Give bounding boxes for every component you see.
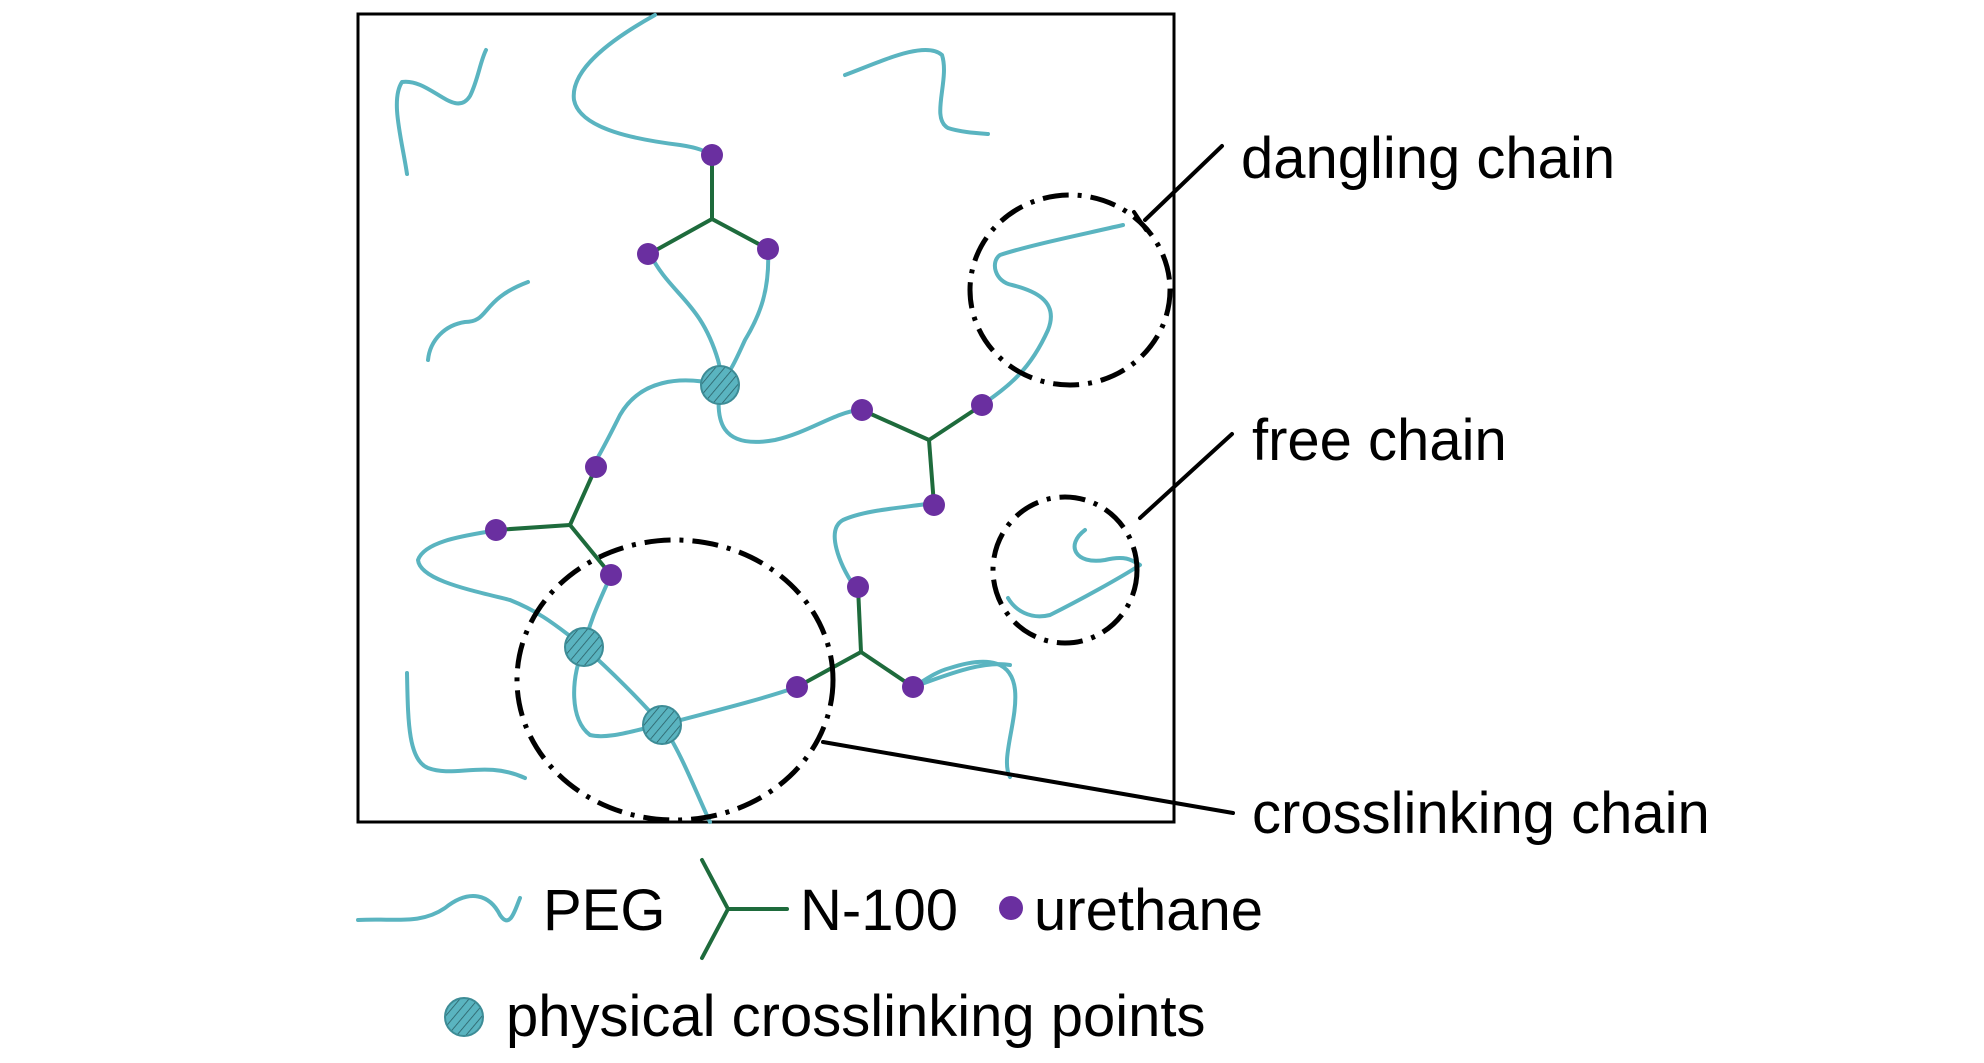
urethane-dot — [847, 576, 869, 598]
physical-crosslinking-points — [564, 365, 740, 745]
free-chain-leader — [1138, 432, 1234, 520]
urethane-dot — [701, 144, 723, 166]
peg-chain — [572, 645, 664, 739]
urethane-dot — [971, 394, 993, 416]
legend-n100-label: N-100 — [800, 878, 958, 943]
legend-physical-label: physical crosslinking points — [506, 984, 1206, 1049]
dangling-chain-ring — [967, 192, 1173, 388]
physical-point — [564, 627, 604, 667]
urethane-dot — [786, 676, 808, 698]
urethane-groups — [485, 144, 993, 698]
legend-urethane-label: urethane — [1034, 878, 1263, 943]
peg-chain — [1006, 528, 1142, 619]
legend-physical-swatch — [444, 997, 484, 1037]
urethane-dot — [757, 238, 779, 260]
peg-chain — [843, 48, 990, 136]
physical-point — [642, 705, 682, 745]
legend: PEG N-100 urethane physical crosslinking… — [356, 858, 1263, 1049]
crosslinking-chain-leader — [821, 740, 1235, 815]
peg-chains — [394, 13, 1018, 780]
free-chain-label: free chain — [1252, 408, 1507, 473]
peg-chain — [910, 659, 1018, 779]
n100-junction — [860, 403, 984, 507]
urethane-dot — [600, 564, 622, 586]
legend-n100-swatch — [700, 858, 789, 960]
n100-junction — [647, 153, 770, 256]
peg-chain — [571, 13, 712, 158]
peg-chain — [832, 501, 936, 588]
dangling-chain-label: dangling chain — [1241, 126, 1615, 191]
crosslinking-chain-ring — [514, 537, 836, 823]
urethane-dot — [585, 456, 607, 478]
urethane-dot — [485, 519, 507, 541]
legend-urethane-swatch — [999, 896, 1023, 920]
dangling-chain-leader — [1143, 144, 1224, 222]
urethane-dot — [637, 243, 659, 265]
network-box — [356, 12, 1176, 824]
physical-point — [700, 365, 740, 405]
peg-chain — [911, 662, 1012, 689]
peg-chain — [416, 528, 586, 649]
legend-peg-swatch — [356, 894, 522, 923]
peg-chain — [394, 48, 488, 176]
peg-chain — [980, 223, 1125, 407]
crosslinking-chain-label: crosslinking chain — [1252, 781, 1710, 846]
peg-chain — [718, 247, 771, 387]
dangling-chain-leader-tick — [1132, 210, 1148, 232]
free-chain-ring — [990, 494, 1140, 646]
peg-chain — [426, 280, 530, 362]
n100-junction — [795, 585, 915, 689]
legend-peg-label: PEG — [543, 878, 666, 943]
urethane-dot — [851, 399, 873, 421]
network-peg-strands — [416, 223, 1142, 824]
peg-chain — [660, 685, 799, 727]
peg-chain — [716, 383, 862, 444]
urethane-dot — [902, 676, 924, 698]
peg-chain — [647, 250, 724, 387]
n100-junctions — [494, 153, 984, 689]
urethane-dot — [923, 494, 945, 516]
peg-chain — [590, 378, 722, 469]
peg-chain — [405, 671, 527, 780]
n100-junction — [494, 465, 613, 577]
